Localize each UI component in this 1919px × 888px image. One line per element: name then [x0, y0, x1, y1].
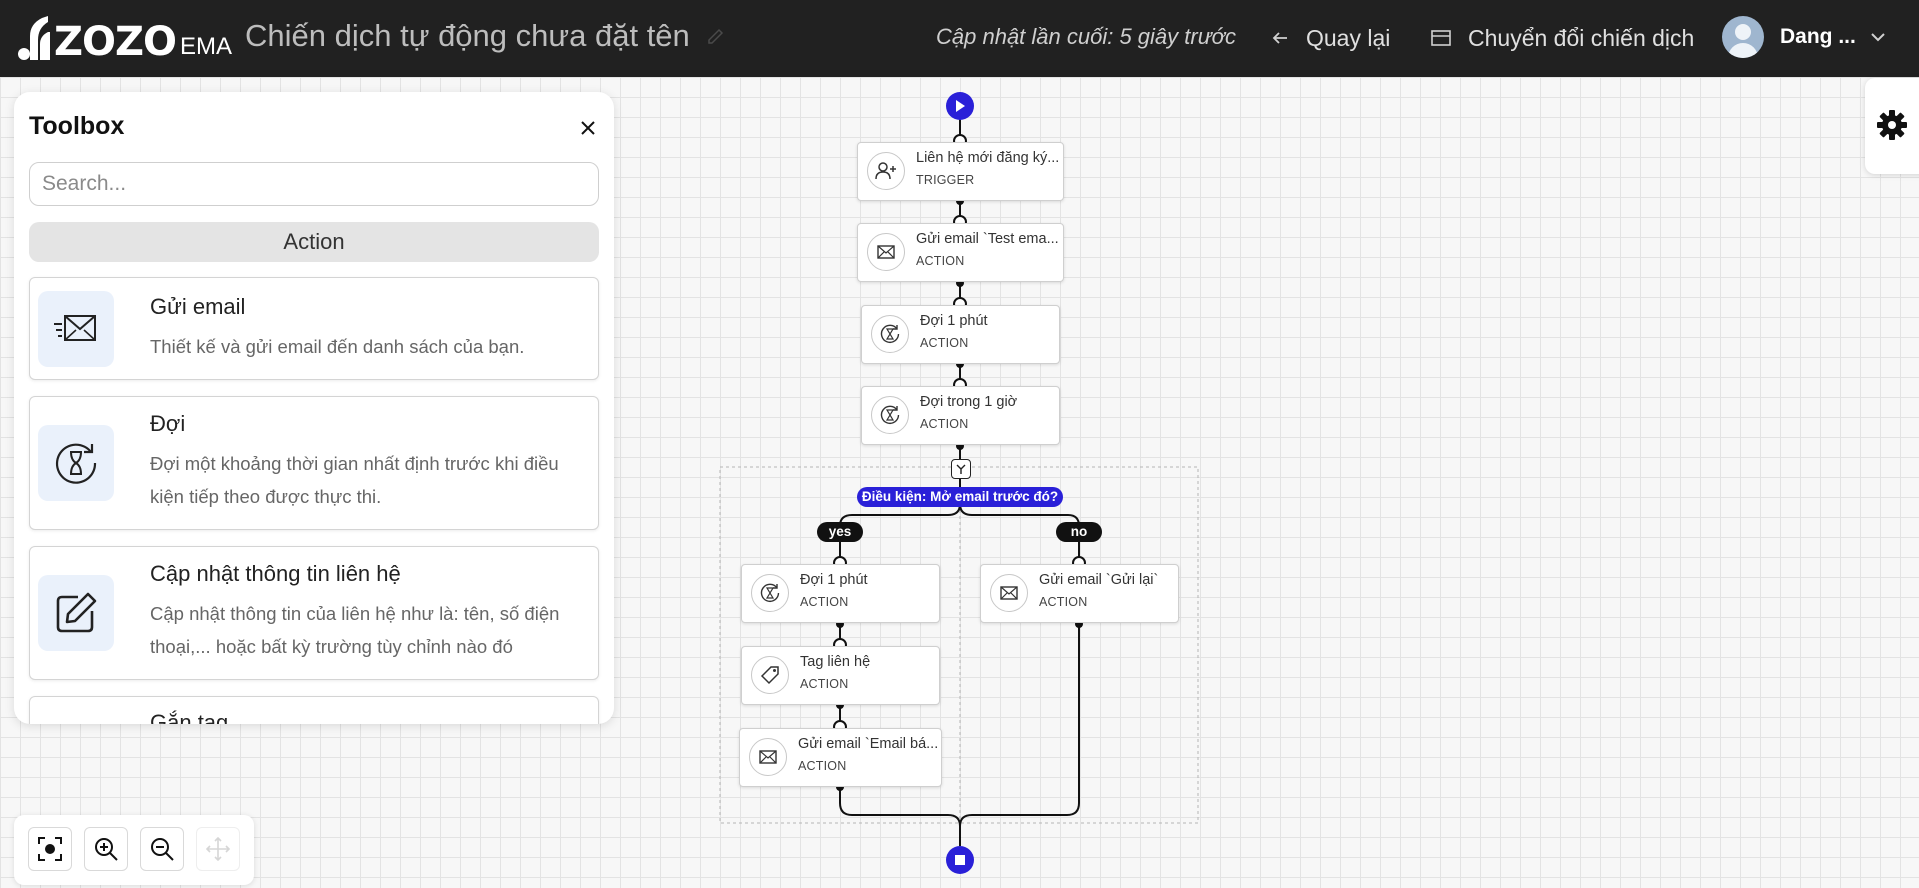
timer-icon [871, 315, 909, 353]
toolbox-section-action[interactable]: Action [29, 222, 599, 262]
canvas-controls [14, 815, 254, 885]
chevron-down-icon [1871, 33, 1885, 42]
timer-icon [751, 574, 789, 612]
top-header: ZOZO EMA Chiến dịch tự động chưa đặt tên… [0, 0, 1919, 77]
flow-node-wait[interactable]: Đợi trong 1 giờ ACTION [861, 386, 1060, 445]
tool-description: Đợi một khoảng thời gian nhất định trước… [150, 453, 559, 507]
node-title: Gửi email `Test ema... [916, 231, 1059, 247]
pan-button[interactable] [196, 827, 240, 871]
node-type: ACTION [920, 417, 969, 431]
move-icon [205, 836, 231, 862]
toolbox-title: Toolbox [29, 112, 125, 140]
switch-campaign-label: Chuyển đổi chiến dịch [1468, 24, 1695, 51]
campaign-title[interactable]: Chiến dịch tự động chưa đặt tên [245, 18, 690, 53]
node-type: ACTION [798, 759, 847, 773]
tool-name: Gắn tag [150, 710, 229, 724]
add-user-icon [867, 152, 905, 190]
last-updated-text: Cập nhật lần cuối: 5 giây trước [936, 24, 1236, 49]
timer-icon [871, 396, 909, 434]
flow-node-send-email[interactable]: Gửi email `Email bá... ACTION [739, 728, 942, 787]
flow-node-send-email[interactable]: Gửi email `Test ema... ACTION [857, 223, 1064, 282]
switch-icon [1431, 30, 1451, 46]
node-type: ACTION [916, 254, 965, 268]
avatar [1722, 16, 1764, 58]
zoom-in-icon [95, 838, 118, 861]
tool-add-tag[interactable]: Gắn tag [29, 696, 599, 724]
node-title: Liên hệ mới đăng ký... [916, 150, 1060, 166]
node-type: ACTION [800, 677, 849, 691]
logo-subtext: EMA [180, 33, 233, 60]
flow-node-wait[interactable]: Đợi 1 phút ACTION [741, 564, 940, 623]
node-title: Gửi email `Email bá... [798, 736, 939, 752]
play-icon [956, 100, 965, 112]
edit-icon [38, 575, 114, 651]
flow-node-tag[interactable]: Tag liên hệ ACTION [741, 646, 940, 705]
tool-name: Đợi [150, 411, 186, 436]
back-button[interactable]: Quay lại [1270, 20, 1390, 56]
focus-icon [38, 837, 62, 861]
toolbox-search-input[interactable] [29, 162, 599, 206]
user-name: Dang ... [1780, 25, 1856, 48]
tool-send-email[interactable]: Gửi email Thiết kế và gửi email đến danh… [29, 277, 599, 380]
logo-text: ZOZO [54, 19, 177, 65]
flow-node-send-email[interactable]: Gửi email `Gửi lại` ACTION [980, 564, 1179, 623]
branch-region [719, 466, 1199, 824]
settings-button[interactable] [1865, 78, 1919, 174]
back-button-label: Quay lại [1306, 24, 1391, 51]
node-title: Đợi 1 phút [920, 313, 988, 329]
node-type: TRIGGER [916, 173, 975, 187]
zozo-logo[interactable]: ZOZO EMA [16, 12, 232, 64]
user-menu[interactable]: Dang ... [1722, 14, 1886, 60]
fit-view-button[interactable] [28, 827, 72, 871]
no-branch-label: no [1056, 522, 1102, 542]
email-icon [990, 574, 1028, 612]
flow-start-button[interactable] [946, 92, 974, 120]
flow-node-trigger[interactable]: Liên hệ mới đăng ký... TRIGGER [857, 142, 1064, 201]
node-type: ACTION [1039, 595, 1088, 609]
tool-description: Thiết kế và gửi email đến danh sách của … [150, 336, 525, 357]
logo-mark-icon [16, 14, 52, 64]
flow-end-button[interactable] [946, 846, 974, 874]
node-type: ACTION [800, 595, 849, 609]
arrow-left-icon [1272, 32, 1287, 44]
split-icon[interactable] [951, 459, 971, 479]
node-title: Đợi trong 1 giờ [920, 394, 1018, 410]
close-icon[interactable] [574, 114, 602, 142]
email-icon [867, 233, 905, 271]
edit-title-icon[interactable] [706, 26, 726, 46]
tool-description: Cập nhật thông tin của liên hệ như là: t… [150, 603, 560, 657]
tool-name: Gửi email [150, 294, 246, 319]
node-type: ACTION [920, 336, 969, 350]
email-icon [749, 738, 787, 776]
timer-icon [38, 425, 114, 501]
tag-icon [751, 656, 789, 694]
tool-name: Cập nhật thông tin liên hệ [150, 561, 401, 586]
condition-label[interactable]: Điều kiện: Mở email trước đó? [857, 487, 1063, 507]
tool-wait[interactable]: Đợi Đợi một khoảng thời gian nhất định t… [29, 396, 599, 530]
gear-icon [1877, 110, 1907, 140]
node-title: Gửi email `Gửi lại` [1039, 572, 1159, 588]
stop-icon [955, 855, 965, 865]
tool-update-contact[interactable]: Cập nhật thông tin liên hệ Cập nhật thôn… [29, 546, 599, 680]
zoom-out-icon [151, 838, 174, 861]
node-title: Đợi 1 phút [800, 572, 868, 588]
node-title: Tag liên hệ [800, 654, 871, 670]
flow-node-wait[interactable]: Đợi 1 phút ACTION [861, 305, 1060, 364]
switch-campaign-button[interactable]: Chuyển đổi chiến dịch [1430, 20, 1694, 56]
email-send-icon [38, 291, 114, 367]
toolbox-panel: Toolbox Action Gửi email Thiết kế và gửi… [14, 92, 614, 724]
yes-branch-label: yes [817, 522, 863, 542]
zoom-in-button[interactable] [84, 827, 128, 871]
zoom-out-button[interactable] [140, 827, 184, 871]
